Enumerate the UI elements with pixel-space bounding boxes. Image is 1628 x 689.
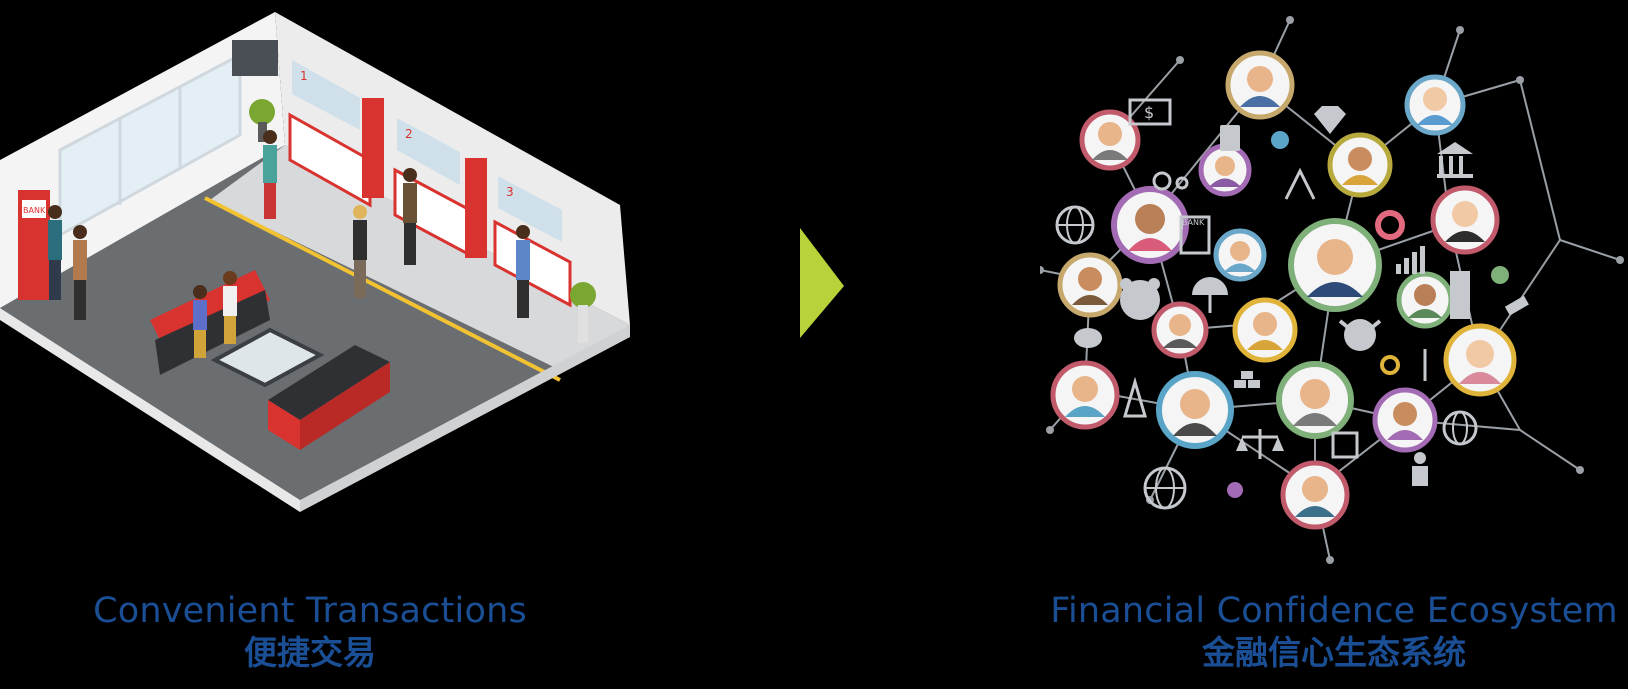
piggy-bank-icon	[1074, 328, 1102, 348]
counter-number-3: 3	[506, 185, 514, 199]
money-bill-icon	[1128, 98, 1172, 126]
sofa-front	[268, 345, 390, 420]
avatar-node	[1404, 74, 1466, 136]
counter-number-1: 1	[300, 69, 308, 83]
customer-people	[48, 130, 530, 358]
scales-icon	[1236, 429, 1284, 459]
skyscraper-icon	[1450, 271, 1470, 319]
avatar-node	[1372, 387, 1438, 453]
money-symbol: $	[1144, 103, 1154, 122]
globe-icon	[1143, 466, 1187, 510]
avatar-nodes	[1050, 50, 1517, 530]
avatar-node	[1213, 228, 1267, 282]
calculator-icon	[1220, 125, 1240, 151]
coffee-table	[210, 327, 325, 388]
bear-icon	[1120, 278, 1160, 320]
safe-icon	[1331, 431, 1359, 459]
yellow-queue-line	[204, 196, 561, 382]
avatar-node	[1156, 371, 1234, 449]
avatar-node	[1396, 271, 1454, 329]
avatar-node	[1280, 460, 1350, 530]
sofa-front-red	[268, 400, 300, 450]
bar-chart-icon	[1396, 246, 1425, 274]
right-arrow-icon	[800, 228, 870, 358]
ecosystem-network-illustration: BANK $	[1040, 0, 1628, 580]
caption-left-chinese: 便捷交易	[244, 633, 376, 672]
teller-window-2	[397, 118, 460, 185]
avatar-node	[1057, 252, 1123, 318]
teller-counter-3	[493, 219, 572, 308]
tractor-icon	[1152, 171, 1189, 191]
gavel-icon	[1504, 295, 1529, 316]
caption-right-english: Financial Confidence Ecosystem	[1050, 591, 1618, 631]
avatar-node	[1198, 143, 1252, 197]
floor-edge	[0, 308, 300, 512]
avatar-node	[1430, 185, 1500, 255]
arrow-triangle	[800, 228, 844, 338]
teller-counter-1	[288, 112, 372, 208]
caption-financial-confidence-ecosystem: Financial Confidence Ecosystem 金融信心生态系统	[1040, 590, 1628, 674]
worker-icon	[1412, 452, 1428, 486]
avatar-node	[1327, 132, 1393, 198]
avatar-node	[1111, 186, 1189, 264]
queue-number-display	[232, 40, 278, 76]
partition-red-2	[465, 158, 487, 258]
plant-right	[570, 282, 596, 308]
bank-building-sign: BANK	[1182, 218, 1205, 227]
umbrella-icon	[1192, 277, 1228, 313]
bull-icon	[1338, 319, 1382, 351]
globe-icon	[1442, 410, 1478, 446]
globe-icon	[1055, 205, 1095, 245]
partition-red-1	[362, 98, 384, 198]
floor-edge-right	[300, 325, 630, 512]
plant-left	[249, 99, 275, 125]
accent-node-teal	[1271, 131, 1289, 149]
avatar-node	[1276, 361, 1354, 439]
accent-node-purple	[1227, 482, 1243, 498]
gold-bars-icon	[1234, 371, 1260, 388]
avatar-node	[1232, 297, 1298, 363]
bank-building-icon	[1179, 215, 1211, 255]
caption-left-english: Convenient Transactions	[93, 591, 527, 631]
avatar-node	[1079, 109, 1141, 171]
accent-node-pink	[1375, 210, 1405, 240]
counter-number-2: 2	[405, 127, 413, 141]
bank-interior-illustration: 1 2 3 BANK	[0, 0, 640, 540]
caption-convenient-transactions: Convenient Transactions 便捷交易	[90, 590, 530, 674]
bank-floor	[0, 145, 630, 500]
accent-node-green	[1491, 266, 1509, 284]
oil-rig-icon	[1122, 376, 1148, 418]
teller-window-3	[498, 176, 562, 242]
avatar-node	[1225, 50, 1295, 120]
caption-right-chinese: 金融信心生态系统	[1202, 633, 1466, 672]
avatar-node	[1288, 218, 1382, 312]
atm-bank-sign: BANK	[23, 206, 46, 215]
finance-icons: BANK $	[1055, 98, 1529, 510]
teller-window-1	[292, 60, 360, 130]
diamond-icon	[1314, 106, 1346, 134]
sofa-back-seat	[155, 290, 270, 375]
bank-building-icon	[1437, 142, 1473, 178]
avatar-node	[1151, 301, 1209, 359]
avatar-node	[1443, 323, 1517, 397]
accent-node-yellow	[1380, 355, 1400, 375]
avatar-node	[1050, 360, 1120, 430]
oil-pump-icon	[1284, 167, 1316, 200]
